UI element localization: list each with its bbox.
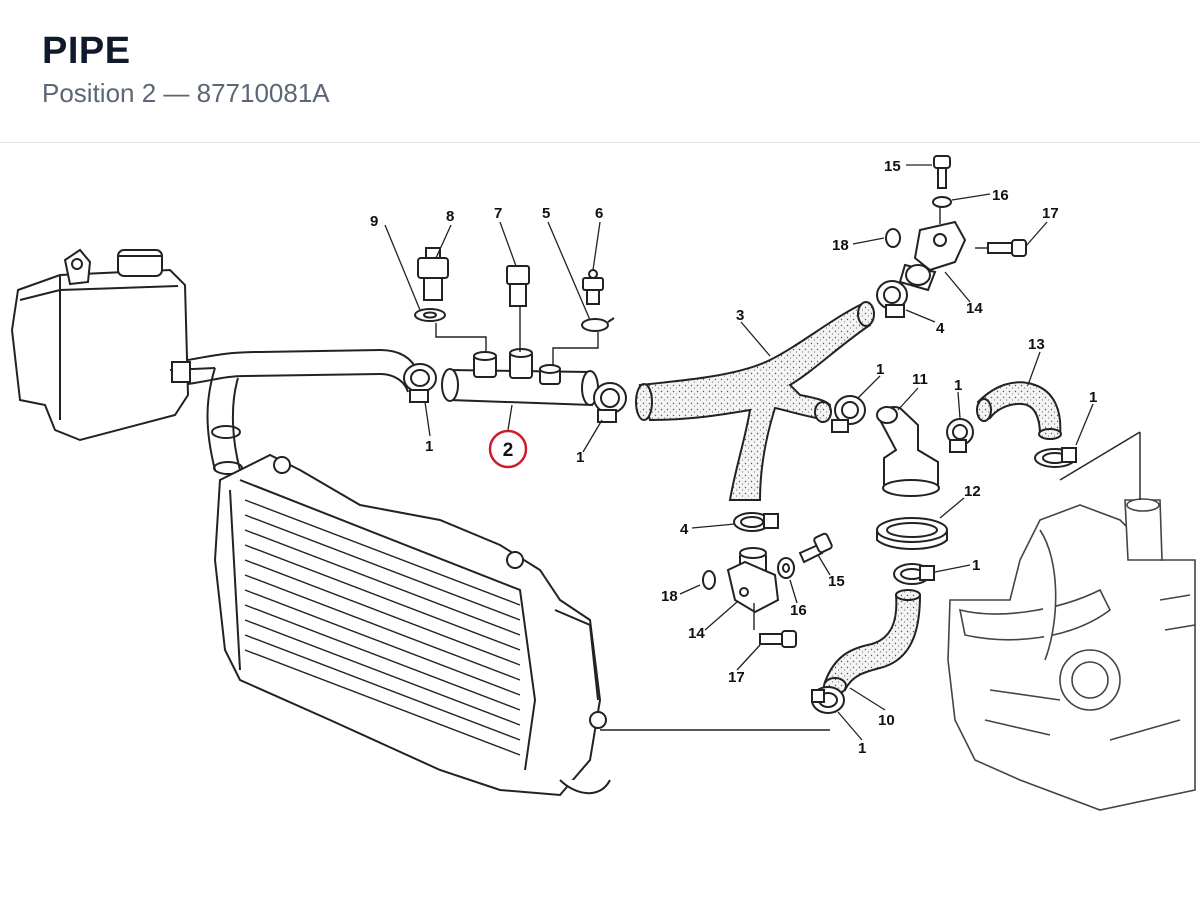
oring-part-18-lower [702, 570, 716, 590]
page-title: PIPE [42, 30, 131, 72]
callout-15-b: 15 [828, 573, 845, 590]
fitting-part-14-upper [898, 220, 967, 292]
tank-hose [187, 348, 419, 475]
washer-part-5 [581, 317, 615, 332]
hose-part-13 [976, 381, 1062, 440]
callout-17-a: 17 [1042, 205, 1059, 222]
callout-16-b: 16 [790, 602, 807, 619]
bolt-part-17-upper [987, 239, 1027, 257]
clamp-part-1-mid [831, 395, 866, 433]
washer-part-16-upper [932, 196, 952, 208]
thermostat-housing-part-11 [876, 406, 940, 497]
callout-10: 10 [878, 712, 895, 729]
engine-block [947, 498, 1196, 811]
clamp-part-1-hose10 [811, 686, 845, 714]
hose-part-3 [635, 301, 875, 501]
clamp-part-1-thermostat [893, 563, 935, 585]
washer-part-9 [414, 308, 446, 322]
leader-lines-sensors [435, 306, 599, 366]
bolt-part-15-lower [798, 532, 833, 564]
sensor-part-6 [582, 269, 604, 305]
seal-part-12 [876, 517, 948, 550]
highlight-label: 2 [503, 440, 514, 461]
radiator [213, 453, 611, 797]
fitting-part-14-lower [726, 547, 780, 614]
hose-part-10 [823, 589, 922, 695]
callout-14-a: 14 [966, 300, 983, 317]
bolt-part-15-upper [933, 155, 951, 189]
callout-17-b: 17 [728, 669, 745, 686]
callout-4-b: 4 [680, 521, 689, 538]
callout-6: 6 [595, 205, 603, 222]
callout-3: 3 [736, 307, 744, 324]
callout-14-b: 14 [688, 625, 705, 642]
callout-12: 12 [964, 483, 981, 500]
oring-part-18-upper [885, 228, 901, 248]
highlight-marker-position-2[interactable]: 2 [488, 429, 528, 469]
callout-1-c: 1 [876, 361, 884, 378]
callout-labels: 1 1 1 1 1 1 1 1 3 4 4 5 6 7 8 9 10 11 12… [370, 158, 1097, 757]
callout-leaders [384, 164, 1094, 741]
clamp-part-1 [403, 363, 627, 423]
callout-1-e: 1 [1089, 389, 1097, 406]
callout-4-a: 4 [936, 320, 945, 337]
sensor-part-8 [417, 247, 449, 301]
callout-7: 7 [494, 205, 502, 222]
callout-1-d: 1 [954, 377, 962, 394]
washer-part-16-lower [777, 557, 795, 579]
expansion-tank [10, 248, 216, 442]
callout-9: 9 [370, 213, 378, 230]
pipe-position-2 [441, 348, 599, 407]
sensor-part-7 [506, 265, 530, 307]
bolt-part-17-lower [759, 630, 797, 648]
callout-5: 5 [542, 205, 550, 222]
clamp-part-4-upper [876, 280, 908, 318]
callout-18-b: 18 [661, 588, 678, 605]
highlight-circle [488, 429, 528, 469]
assembly-leader-lines [600, 206, 1141, 731]
callout-8: 8 [446, 208, 454, 225]
callout-11: 11 [912, 371, 928, 388]
callout-13: 13 [1028, 336, 1045, 353]
callout-1-b: 1 [576, 449, 584, 466]
exploded-parts-diagram: 1 1 1 1 1 1 1 1 3 4 4 5 6 7 8 9 10 11 12… [0, 144, 1200, 914]
clamp-part-4-lower [733, 512, 779, 532]
header: PIPE Position 2 — 87710081A [0, 0, 1200, 143]
callout-1-f: 1 [972, 557, 980, 574]
callout-16-a: 16 [992, 187, 1009, 204]
clamp-part-1-hose13 [946, 418, 1077, 468]
page-subtitle: Position 2 — 87710081A [42, 78, 330, 108]
callout-18-a: 18 [832, 237, 849, 254]
callout-1-a: 1 [425, 438, 433, 455]
callout-15-a: 15 [884, 158, 901, 175]
callout-1-g: 1 [858, 740, 866, 757]
